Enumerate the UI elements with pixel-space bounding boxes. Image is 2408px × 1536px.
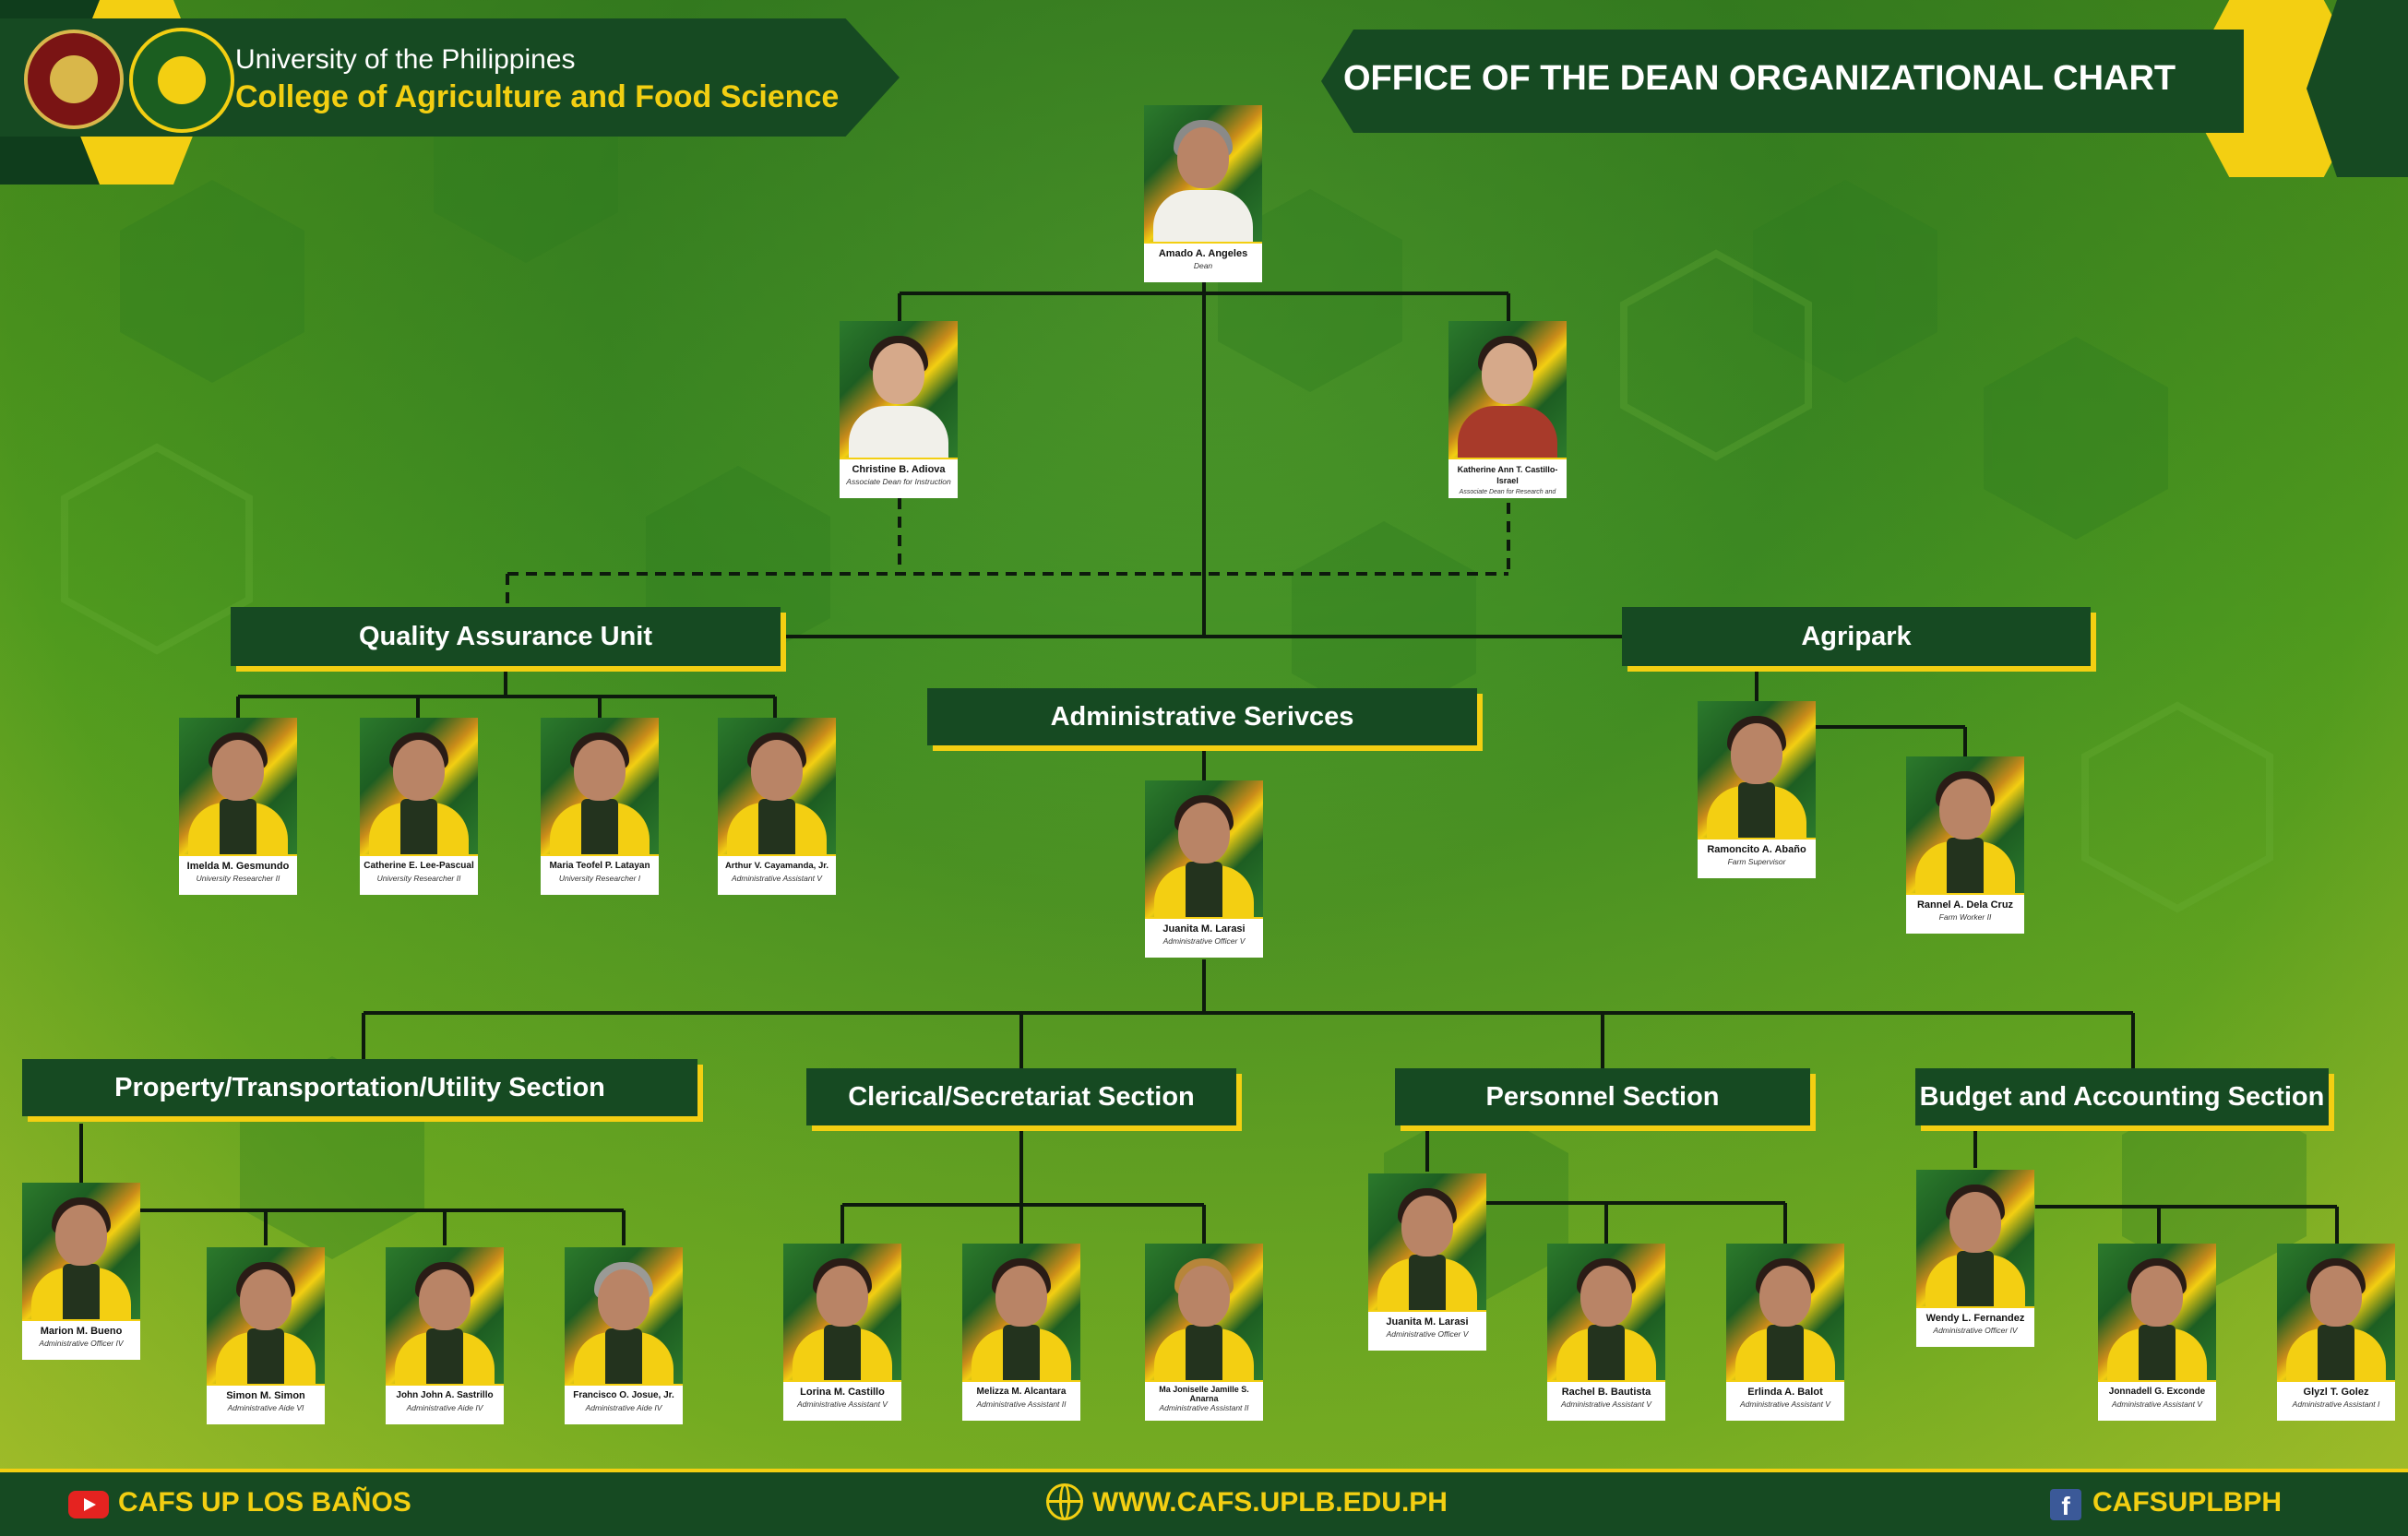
- globe-icon: [1046, 1483, 1083, 1520]
- portrait-photo: [1698, 701, 1816, 838]
- person-name: Katherine Ann T. Castillo-Israel: [1457, 465, 1558, 485]
- portrait-photo: [718, 718, 836, 854]
- portrait-photo: [179, 718, 297, 854]
- person-name: Juanita M. Larasi: [1162, 923, 1246, 935]
- title-banner: [1321, 30, 2244, 133]
- college-name: College of Agriculture and Food Science: [235, 79, 840, 114]
- website-link[interactable]: WWW.CAFS.UPLB.EDU.PH: [1092, 1487, 1448, 1518]
- person-role: Farm Supervisor: [1727, 857, 1786, 866]
- person-role: Administrative Assistant II: [976, 1399, 1067, 1409]
- portrait-photo: [1145, 1244, 1263, 1380]
- person-name: Arthur V. Cayamanda, Jr.: [724, 861, 829, 871]
- person-name: Ma Joniselle Jamille S. Anarna: [1159, 1385, 1249, 1403]
- person-role: Administrative Assistant V: [797, 1399, 888, 1409]
- person-name: Francisco O. Josue, Jr.: [573, 1390, 674, 1400]
- property-section-banner: Property/Transportation/Utility Section: [22, 1059, 697, 1116]
- person-name: Simon M. Simon: [226, 1390, 305, 1401]
- person-name: Maria Teofel P. Latayan: [549, 861, 650, 871]
- cafs-seal-logo: [129, 28, 234, 133]
- portrait-photo: [360, 718, 478, 854]
- person-role: Administrative Aide VI: [227, 1403, 304, 1412]
- person-role: Administrative Assistant I: [2292, 1399, 2380, 1409]
- person-name: Erlinda A. Balot: [1747, 1387, 1823, 1398]
- portrait-photo: [2098, 1244, 2216, 1380]
- person-role: Administrative Assistant V: [1561, 1399, 1651, 1409]
- portrait-photo: [541, 718, 659, 854]
- person-role: Administrative Officer IV: [39, 1339, 124, 1348]
- portrait-photo: [22, 1183, 140, 1319]
- person-name: Marion M. Bueno: [40, 1326, 123, 1337]
- person-name: Rachel B. Bautista: [1561, 1387, 1651, 1398]
- person-role: Dean: [1193, 261, 1213, 270]
- person-name: Amado A. Angeles: [1158, 248, 1248, 259]
- person-name: Catherine E. Lee-Pascual: [364, 861, 474, 871]
- portrait-photo: [1145, 780, 1263, 917]
- portrait-photo: [207, 1247, 325, 1384]
- person-name: Rannel A. Dela Cruz: [1916, 899, 2014, 911]
- facebook-page-link[interactable]: CAFSUPLBPH: [2092, 1487, 2283, 1518]
- personnel-section-banner: Personnel Section: [1395, 1068, 1810, 1125]
- person-name: Wendy L. Fernandez: [1925, 1313, 2025, 1324]
- youtube-channel-link[interactable]: CAFS UP LOS BAÑOS: [118, 1487, 411, 1518]
- portrait-photo: [783, 1244, 901, 1380]
- youtube-icon[interactable]: [68, 1491, 109, 1518]
- person-role: University Researcher II: [196, 874, 280, 883]
- person-name: John John A. Sastrillo: [396, 1390, 494, 1400]
- person-role: Administrative Officer V: [1386, 1329, 1469, 1339]
- person-name: Jonnadell G. Exconde: [2108, 1387, 2206, 1397]
- person-name: Melizza M. Alcantara: [976, 1387, 1067, 1397]
- person-role: Associate Dean for Instruction: [846, 477, 951, 486]
- portrait-photo: [565, 1247, 683, 1384]
- footer-bar: [0, 1472, 2408, 1536]
- person-name: Ramoncito A. Abaño: [1707, 844, 1806, 855]
- person-role: Administrative Aide IV: [585, 1403, 662, 1412]
- agripark-banner: Agripark: [1622, 607, 2091, 666]
- person-name: Lorina M. Castillo: [800, 1387, 885, 1398]
- qa-unit-banner: Quality Assurance Unit: [231, 607, 781, 666]
- person-name: Juanita M. Larasi: [1386, 1316, 1469, 1328]
- person-role: Administrative Assistant V: [2112, 1399, 2202, 1409]
- up-seal-logo: [24, 30, 124, 129]
- portrait-photo: [1144, 105, 1262, 242]
- person-name: Imelda M. Gesmundo: [186, 861, 290, 872]
- portrait-photo: [1547, 1244, 1665, 1380]
- portrait-photo: [1906, 756, 2024, 893]
- person-role: University Researcher I: [558, 874, 641, 883]
- person-role: Associate Dean for Research and Extensio…: [1459, 489, 1556, 495]
- person-role: Administrative Officer V: [1162, 936, 1246, 946]
- portrait-photo: [840, 321, 958, 458]
- person-role: Administrative Assistant V: [732, 874, 822, 883]
- portrait-photo: [1726, 1244, 1844, 1380]
- budget-section-banner: Budget and Accounting Section: [1915, 1068, 2329, 1125]
- university-name: University of the Philippines: [235, 44, 576, 75]
- person-role: Administrative Aide IV: [406, 1403, 483, 1412]
- person-role: Administrative Assistant II: [1159, 1403, 1249, 1412]
- portrait-photo: [2277, 1244, 2395, 1380]
- person-role: University Researcher II: [376, 874, 461, 883]
- footer-accent-line: [0, 1469, 2408, 1472]
- person-role: Administrative Officer IV: [1933, 1326, 2018, 1335]
- clerical-section-banner: Clerical/Secretariat Section: [806, 1068, 1236, 1125]
- portrait-photo: [1916, 1170, 2034, 1306]
- facebook-icon[interactable]: f: [2050, 1489, 2081, 1520]
- person-role: Farm Worker II: [1938, 912, 1992, 922]
- person-name: Glyzl T. Golez: [2303, 1387, 2369, 1398]
- person-role: Administrative Assistant V: [1740, 1399, 1830, 1409]
- portrait-photo: [386, 1247, 504, 1384]
- admin-services-banner: Administrative Serivces: [927, 688, 1477, 745]
- portrait-photo: [1368, 1173, 1486, 1310]
- person-name: Christine B. Adiova: [852, 464, 946, 475]
- portrait-photo: [1448, 321, 1567, 458]
- portrait-photo: [962, 1244, 1080, 1380]
- chart-title: OFFICE OF THE DEAN ORGANIZATIONAL CHART: [1343, 59, 2176, 98]
